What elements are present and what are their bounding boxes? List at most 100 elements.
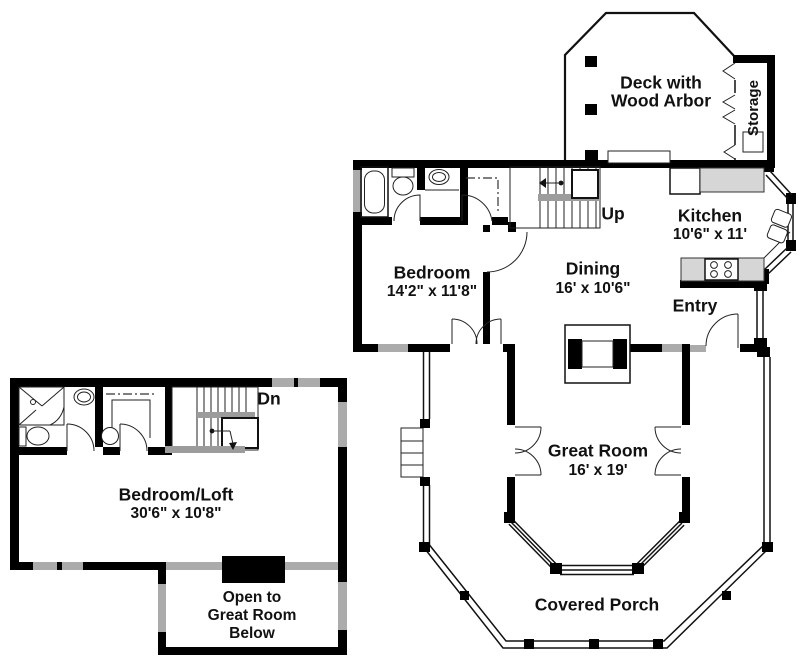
loft-walls	[10, 378, 347, 655]
entry-label: Entry	[673, 296, 718, 316]
porch-rail-inner	[428, 544, 765, 642]
great-room-label: Great Room	[548, 441, 648, 461]
stair-landing-edge	[538, 194, 600, 201]
bay-window	[636, 522, 683, 569]
louver-chevron-icon	[722, 94, 736, 110]
bay-window	[508, 523, 555, 571]
wall-left	[10, 378, 19, 570]
louver-chevron-icon	[723, 144, 736, 160]
wall-segment	[628, 344, 662, 352]
window	[765, 174, 789, 200]
window	[353, 170, 362, 212]
deck-label-line2: Wood Arbor	[611, 91, 711, 111]
toilet	[26, 426, 50, 446]
table-top	[581, 340, 614, 368]
storage-wall	[767, 55, 775, 165]
main-floor-walls	[353, 160, 796, 517]
bay-post	[679, 512, 690, 523]
open-below-line1: Open to	[223, 589, 282, 606]
covered-porch-label: Covered Porch	[535, 595, 659, 615]
wall-segment	[483, 272, 490, 344]
wall-segment	[95, 387, 103, 447]
wall-segment	[680, 280, 754, 288]
porch-post	[460, 591, 469, 600]
window	[378, 344, 408, 352]
wall-segment	[420, 217, 462, 225]
closet-door	[119, 423, 148, 452]
kitchen-fixtures	[669, 167, 793, 282]
deck-outline	[563, 11, 736, 163]
french-door	[654, 426, 682, 454]
wall-segment	[754, 282, 767, 291]
window	[158, 584, 166, 632]
arbor-post	[585, 150, 598, 161]
great-room-bay	[504, 512, 690, 576]
wall-segment	[353, 217, 392, 225]
shower-line	[41, 386, 65, 407]
wall-segment	[492, 217, 508, 225]
window	[62, 562, 83, 570]
louver-chevron-icon	[722, 62, 736, 80]
shower-drain	[30, 399, 36, 405]
french-door	[451, 318, 478, 345]
stair-arrow	[229, 430, 234, 445]
stair-landing	[571, 169, 599, 199]
porch-post	[722, 591, 731, 600]
stairs-dn	[165, 386, 259, 453]
kitchen-counter	[699, 167, 765, 193]
stair-arrow-head	[539, 178, 546, 188]
wall-top	[10, 378, 347, 387]
wall-segment	[417, 160, 425, 190]
wall-segment	[103, 447, 120, 455]
toilet	[392, 176, 414, 196]
wall-segment	[165, 387, 172, 450]
french-door	[514, 448, 542, 476]
window	[338, 582, 347, 630]
porch-post	[420, 419, 430, 428]
french-door	[654, 448, 682, 476]
wall-segment	[507, 352, 515, 425]
window	[338, 402, 347, 447]
wall-bottom	[10, 562, 166, 570]
bedroom-label: Bedroom	[394, 263, 471, 283]
bay-post	[550, 563, 562, 574]
burner	[710, 270, 718, 278]
wall-left	[353, 160, 362, 352]
porch-post	[762, 542, 773, 552]
wall-segment	[754, 338, 767, 347]
main-floor-doors	[393, 194, 739, 476]
wall-segment	[483, 225, 490, 232]
water-heater	[742, 131, 764, 153]
loft-bathroom	[18, 386, 156, 452]
stair-arrow-head	[229, 442, 237, 450]
bay-window	[634, 520, 681, 567]
window	[662, 344, 682, 352]
wall-segment	[503, 344, 515, 352]
window	[690, 345, 706, 352]
stove	[704, 258, 739, 281]
room-labels: Deck with Wood Arbor Storage Kitchen 10'…	[119, 73, 762, 642]
arbor-post	[585, 104, 597, 115]
closet-rod	[466, 177, 499, 212]
wall-bottom	[158, 647, 347, 655]
loft-dims: 30'6" x 10'8"	[130, 505, 221, 522]
shower-door	[49, 406, 65, 426]
wall-segment	[682, 477, 690, 517]
main-bathroom	[360, 166, 499, 218]
wall-segment	[682, 344, 690, 425]
fixture-circle	[101, 427, 119, 445]
arbor-post	[585, 56, 597, 67]
shower-line	[18, 409, 37, 426]
stair-floor-edge	[165, 446, 245, 453]
toilet-tank	[391, 167, 415, 178]
porch-post	[419, 542, 430, 552]
dining-label: Dining	[566, 259, 620, 279]
porch-post	[589, 639, 599, 649]
stair-landing-edge	[197, 412, 255, 418]
bathroom-door	[66, 423, 95, 452]
bay-window	[512, 519, 559, 567]
bay-window	[638, 524, 685, 571]
dining-dims: 16' x 10'6"	[555, 280, 630, 297]
chair	[568, 339, 582, 369]
